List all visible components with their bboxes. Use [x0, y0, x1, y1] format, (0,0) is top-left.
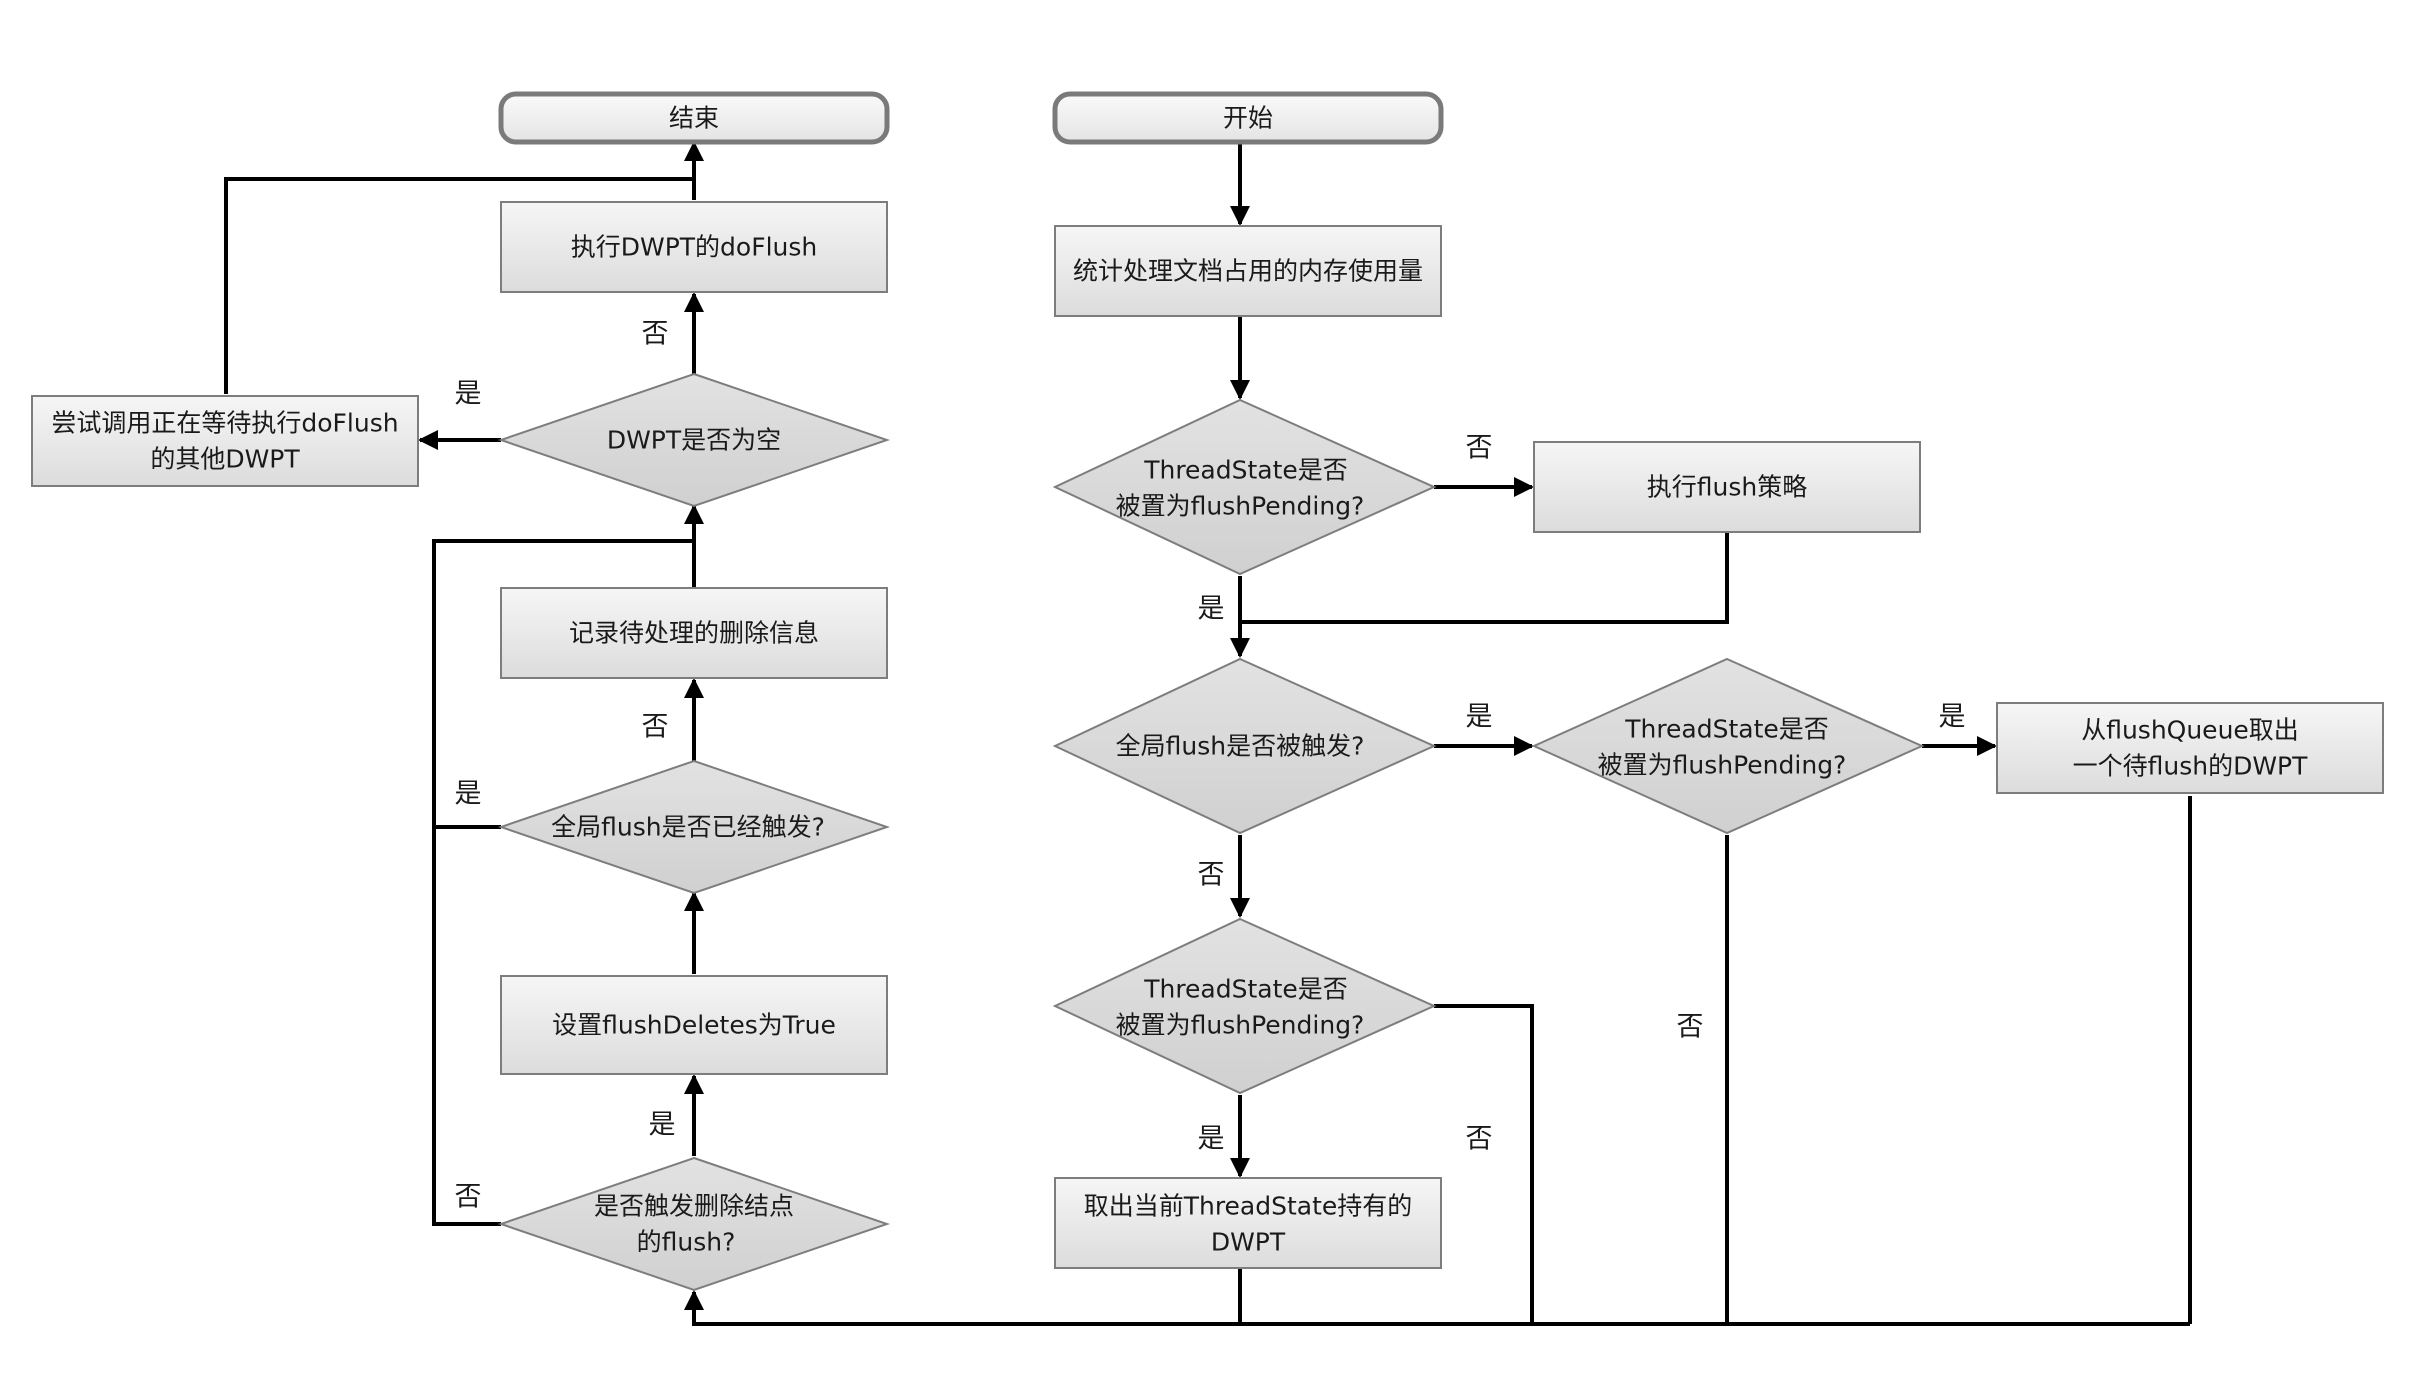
- dwpt-empty-label: DWPT是否为空: [607, 426, 781, 455]
- start-terminal: 开始: [1052, 91, 1444, 145]
- set-flush-deletes-box: 设置flushDeletes为True: [500, 975, 888, 1075]
- edge-left-bypass: [432, 539, 694, 1226]
- edge-label-no-trigger-delete: 否: [455, 1182, 482, 1213]
- take-current-label-line1: 取出当前ThreadState持有的: [1084, 1192, 1413, 1221]
- pending2-label-line2: 被置为flushPending?: [1598, 751, 1847, 780]
- flush-policy-label: 执行flush策略: [1647, 473, 1807, 502]
- edge-label-no-pending2: 否: [1677, 1012, 1704, 1043]
- edge-label-no-pending3: 否: [1466, 1124, 1493, 1155]
- pending3-label-line1: ThreadState是否: [1143, 975, 1348, 1004]
- take-queue-label-line1: 从flushQueue取出: [2081, 716, 2299, 745]
- take-current-label-line2: DWPT: [1211, 1228, 1286, 1257]
- edge-label-yes-pending1: 是: [1198, 594, 1225, 625]
- edge-label-yes-pending3: 是: [1198, 1124, 1225, 1155]
- pending2-diamond: ThreadState是否 被置为flushPending?: [1531, 657, 1925, 835]
- edge-label-yes-global-triggered: 是: [1466, 702, 1493, 733]
- edge-label-no-global-triggered: 否: [1198, 860, 1225, 891]
- pending3-label-line2: 被置为flushPending?: [1116, 1011, 1365, 1040]
- edge-bottom-return: [684, 1290, 2190, 1326]
- edge-policy-to-main: [1240, 532, 1729, 624]
- edge-label-yes-dwpt-empty: 是: [455, 379, 482, 410]
- pending1-label-line1: ThreadState是否: [1143, 456, 1348, 485]
- edge-label-no-record: 否: [642, 712, 669, 743]
- count-mem-box: 统计处理文档占用的内存使用量: [1054, 225, 1442, 317]
- record-deletes-box: 记录待处理的删除信息: [500, 587, 888, 679]
- global-triggered-label: 全局flush是否被触发?: [1116, 732, 1365, 761]
- record-deletes-label: 记录待处理的删除信息: [569, 619, 819, 648]
- take-queue-label-line2: 一个待flush的DWPT: [2073, 752, 2309, 781]
- end-terminal: 结束: [498, 91, 890, 145]
- count-mem-label: 统计处理文档占用的内存使用量: [1073, 257, 1423, 286]
- edge-labels: 否 是 否 是 否 是 是 是 否 否 是 否 是 否: [455, 319, 1966, 1213]
- pending2-label-line1: ThreadState是否: [1624, 715, 1829, 744]
- flush-policy-box: 执行flush策略: [1533, 441, 1921, 533]
- dwpt-empty-diamond: DWPT是否为空: [497, 372, 891, 508]
- edge-try-to-end: [224, 177, 694, 394]
- do-flush-label: 执行DWPT的doFlush: [571, 233, 818, 262]
- do-flush-box: 执行DWPT的doFlush: [500, 201, 888, 293]
- global-already-diamond: 全局flush是否已经触发?: [497, 759, 891, 895]
- trigger-delete-diamond: 是否触发删除结点 的flush?: [497, 1156, 891, 1292]
- global-already-label: 全局flush是否已经触发?: [551, 813, 825, 842]
- try-other-label-line1: 尝试调用正在等待执行doFlush: [51, 409, 398, 438]
- take-queue-box: 从flushQueue取出 一个待flush的DWPT: [1996, 702, 2384, 794]
- edge-label-no-do-flush: 否: [642, 319, 669, 350]
- edge-label-no-pending1: 否: [1466, 433, 1493, 464]
- try-other-box: 尝试调用正在等待执行doFlush 的其他DWPT: [31, 395, 419, 487]
- pending1-diamond: ThreadState是否 被置为flushPending?: [1052, 398, 1437, 576]
- end-terminal-label: 结束: [669, 104, 719, 133]
- edge-label-yes-pending2: 是: [1939, 702, 1966, 733]
- global-triggered-diamond: 全局flush是否被触发?: [1052, 657, 1437, 835]
- edge-label-yes-trigger-delete: 是: [649, 1110, 676, 1141]
- trigger-delete-label-line2: 的flush?: [637, 1228, 736, 1257]
- start-terminal-label: 开始: [1223, 104, 1273, 133]
- try-other-label-line2: 的其他DWPT: [150, 445, 300, 474]
- edge-pending3-no-down: [1434, 1004, 1534, 1324]
- pending3-diamond: ThreadState是否 被置为flushPending?: [1052, 917, 1437, 1095]
- trigger-delete-label-line1: 是否触发删除结点: [594, 1192, 794, 1221]
- set-flush-deletes-label: 设置flushDeletes为True: [552, 1011, 836, 1040]
- pending1-label-line2: 被置为flushPending?: [1116, 492, 1365, 521]
- edges: [224, 141, 2192, 1326]
- edge-label-yes-global-already: 是: [455, 779, 482, 810]
- take-current-box: 取出当前ThreadState持有的 DWPT: [1054, 1177, 1442, 1269]
